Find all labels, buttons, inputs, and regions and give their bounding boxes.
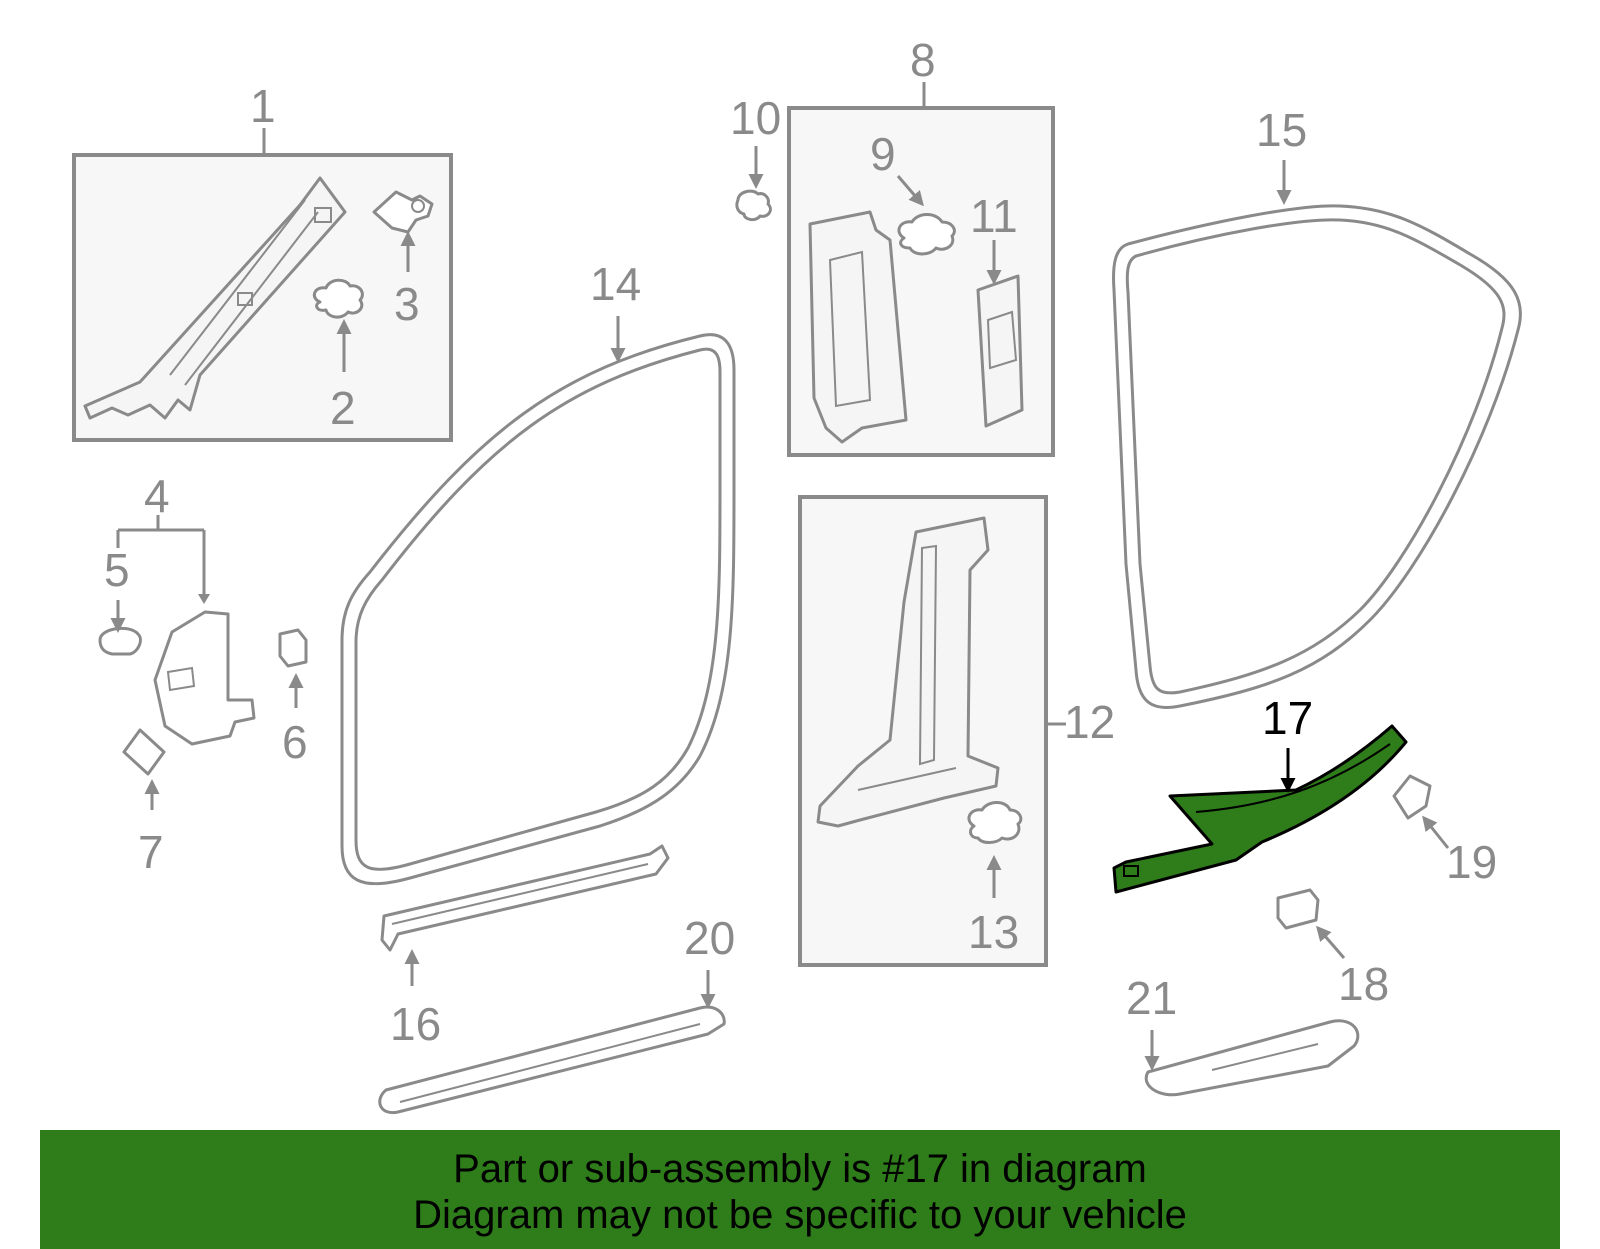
part-16-sill-bracket [380, 844, 670, 986]
part-1-a-pillar-garnish [83, 176, 347, 420]
callout-10: 10 [730, 92, 781, 144]
callout-15: 15 [1256, 104, 1307, 156]
part-20-front-scuff [378, 970, 726, 1115]
callout-12: 12 [1064, 696, 1115, 748]
callout-19: 19 [1446, 836, 1497, 888]
callout-20: 20 [684, 912, 735, 964]
part-18-clip [1276, 888, 1320, 930]
group-12 [798, 495, 1066, 967]
callout-9: 9 [870, 128, 896, 180]
part-14-front-weatherstrip [340, 316, 736, 886]
callout-13: 13 [968, 906, 1019, 958]
callout-18: 18 [1338, 958, 1389, 1010]
banner-line-2: Diagram may not be specific to your vehi… [413, 1193, 1187, 1237]
callout-8: 8 [910, 34, 936, 86]
part-9-clip [897, 213, 956, 256]
part-21-rear-scuff [1144, 1019, 1360, 1097]
part-8-b-pillar-garnish [808, 210, 908, 444]
banner-line-1: Part or sub-assembly is #17 in diagram [453, 1147, 1147, 1191]
callout-4: 4 [144, 470, 170, 522]
callout-14: 14 [590, 258, 641, 310]
part-13-clip [967, 801, 1023, 844]
callout-1: 1 [250, 80, 276, 132]
group-1 [72, 128, 453, 442]
callout-2: 2 [330, 382, 356, 434]
group-4 [98, 515, 308, 810]
info-banner: Part or sub-assembly is #17 in diagram D… [40, 1130, 1560, 1249]
part-3-clip [372, 190, 434, 234]
part-11-belt-guide [976, 274, 1024, 428]
part-6-clip [278, 628, 308, 668]
callout-11: 11 [970, 190, 1018, 242]
part-4-cover [153, 610, 256, 746]
part-19-clip [1392, 774, 1432, 820]
part-5-clip [98, 626, 142, 656]
part-7-pad [122, 728, 166, 776]
callout-16: 16 [390, 998, 441, 1050]
callout-3: 3 [394, 278, 420, 330]
group-8 [787, 82, 1055, 457]
callout-5: 5 [104, 544, 130, 596]
callout-6: 6 [282, 716, 308, 768]
part-10-clip [735, 189, 772, 222]
part-2-clip [312, 278, 364, 319]
part-15-rear-weatherstrip [1112, 160, 1522, 709]
part-17-highlighted [1112, 724, 1408, 894]
part-17-shape [1112, 724, 1408, 894]
part-12-b-pillar-lower [816, 516, 1000, 828]
callout-17: 17 [1262, 692, 1313, 744]
callout-21: 21 [1126, 972, 1177, 1024]
callout-7: 7 [138, 826, 164, 878]
